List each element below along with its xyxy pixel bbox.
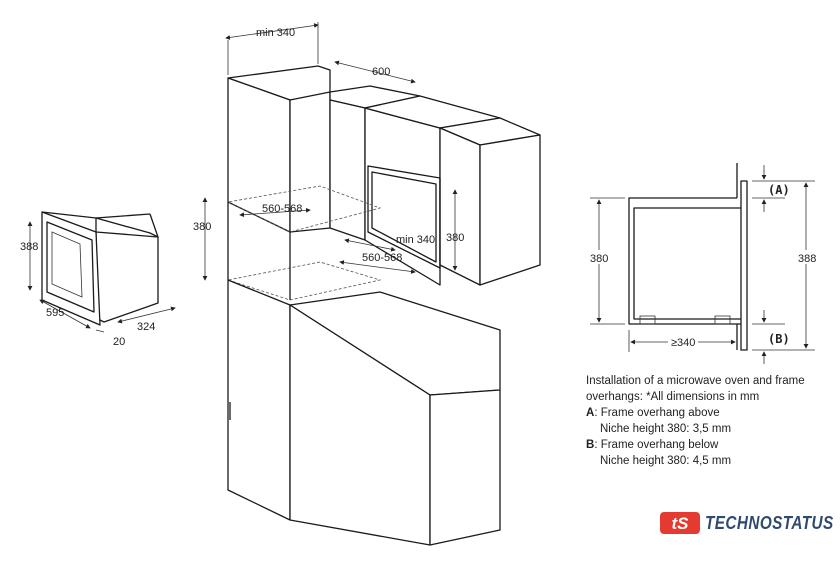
niche-height-label-1: 380 bbox=[193, 221, 211, 233]
niche-min-depth-label: min 340 bbox=[396, 234, 435, 246]
note-b-text: : Frame overhang below bbox=[594, 439, 719, 451]
section-total-height-label: 388 bbox=[798, 253, 816, 265]
niche-width-label-2: 560-568 bbox=[362, 252, 402, 264]
niche-width-label-1: 560-568 bbox=[262, 203, 302, 215]
microwave-unit-drawing: 388 595 324 20 bbox=[20, 211, 176, 348]
section-niche-height-label: 380 bbox=[590, 253, 608, 265]
note-a-text: : Frame overhang above bbox=[594, 407, 720, 419]
section-view-drawing: 380 388 ≥340 (A) (B) bbox=[590, 163, 818, 364]
logo-mark-icon: tS bbox=[660, 512, 700, 534]
overhang-a-label: (A) bbox=[768, 183, 790, 197]
notes-line-2: overhangs: *All dimensions in mm bbox=[586, 391, 760, 403]
note-b-key: B bbox=[586, 439, 595, 451]
technostatus-logo: tS TECHNOSTATUS bbox=[660, 512, 840, 534]
section-depth-label: ≥340 bbox=[671, 337, 695, 349]
kitchen-cabinet-drawing: min 340 600 560-568 380 min 340 380 560-… bbox=[193, 22, 541, 546]
unit-height-label: 388 bbox=[20, 241, 38, 253]
logo-text: TECHNOSTATUS bbox=[705, 512, 834, 533]
niche-height-label-2: 380 bbox=[446, 232, 464, 244]
cabinet-depth-label: 600 bbox=[372, 66, 390, 78]
overhang-b-label: (B) bbox=[768, 332, 790, 346]
installation-notes: Installation of a microwave oven and fra… bbox=[586, 373, 805, 469]
note-a: A: Frame overhang above bbox=[586, 405, 805, 421]
note-a-key: A bbox=[586, 407, 595, 419]
unit-width-label: 595 bbox=[46, 307, 64, 319]
note-b-detail: Niche height 380: 4,5 mm bbox=[600, 455, 732, 467]
min-depth-top-label: min 340 bbox=[256, 27, 295, 39]
note-b: B: Frame overhang below bbox=[586, 437, 805, 453]
unit-depth-label: 324 bbox=[137, 321, 155, 333]
note-a-detail: Niche height 380: 3,5 mm bbox=[600, 423, 732, 435]
unit-frame-label: 20 bbox=[113, 336, 125, 348]
notes-line-1: Installation of a microwave oven and fra… bbox=[586, 375, 805, 387]
